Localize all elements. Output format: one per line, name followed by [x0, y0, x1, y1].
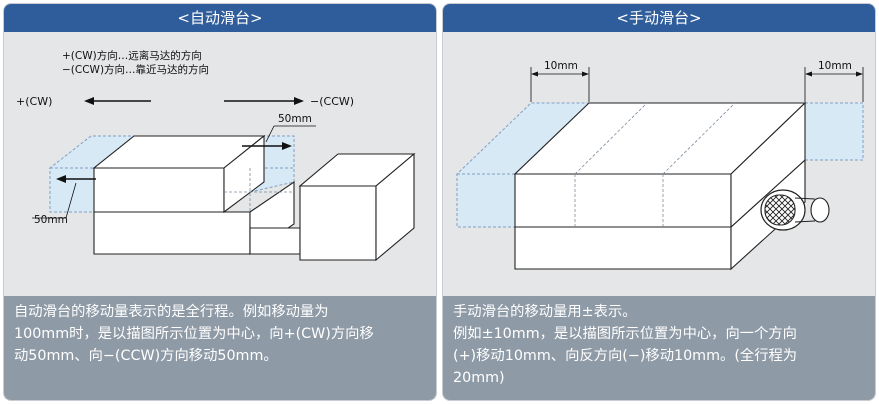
auto-slide-panel: <自动滑台> +(CW)方向…远离马达的方向 −(CCW)方向…靠近马达的方向 …: [3, 3, 437, 401]
manual-slide-diagram: 10mm 10mm: [455, 60, 864, 271]
travel-ghost-right: [804, 102, 864, 161]
moving-table: [92, 134, 266, 214]
dim-left-label: 10mm: [544, 60, 578, 72]
auto-slide-title: <自动滑台>: [4, 4, 436, 32]
hidden-edges: [574, 102, 736, 227]
micrometer-knob-icon: [760, 189, 830, 231]
auto-desc-line-2: 100mm时，是以描图所示位置为中心，向+(CW)方向移: [14, 326, 374, 342]
dim-top-label: 50mm: [278, 113, 312, 125]
manual-desc-line-3: (+)移动10mm、向反方向(−)移动10mm。(全行程为: [453, 348, 798, 364]
auto-slide-diagram: +(CW)方向…远离马达的方向 −(CCW)方向…靠近马达的方向 +(CW) −…: [16, 49, 416, 262]
moving-table: [513, 101, 807, 229]
manual-desc-line-2: 例如±10mm，是以描图所示位置为中心，向一个方向: [453, 326, 797, 342]
auto-desc-line-1: 自动滑台的移动量表示的是全行程。例如移动量为: [14, 304, 329, 320]
minus-ccw-label: −(CCW): [310, 95, 354, 108]
hidden-edges: [224, 168, 294, 212]
auto-slide-figure: +(CW)方向…远离马达的方向 −(CCW)方向…靠近马达的方向 +(CW) −…: [4, 32, 436, 296]
ccw-arrow: [224, 97, 304, 105]
auto-desc-line-3: 动50mm、向−(CCW)方向移动50mm。: [14, 348, 278, 364]
cw-arrow: [84, 97, 151, 105]
legend-cw-text: +(CW)方向…远离马达的方向: [62, 49, 202, 62]
manual-slide-title: <手动滑台>: [443, 4, 875, 32]
manual-slide-panel: <手动滑台>: [442, 3, 876, 401]
motor-block: [249, 152, 416, 262]
manual-desc-line-1: 手动滑台的移动量用±表示。: [453, 304, 637, 320]
dim-right-arrow: [804, 67, 864, 102]
dim-bottom-arrow: [32, 175, 96, 219]
plus-cw-label: +(CW): [16, 95, 52, 108]
dim-left-arrow: [530, 67, 590, 102]
manual-slide-figure: 10mm 10mm: [443, 32, 875, 296]
dim-right-label: 10mm: [818, 60, 852, 72]
auto-slide-description: 自动滑台的移动量表示的是全行程。例如移动量为 100mm时，是以描图所示位置为中…: [4, 296, 436, 400]
travel-ghost-left: [455, 102, 591, 228]
legend-ccw-text: −(CCW)方向…靠近马达的方向: [62, 63, 209, 76]
manual-desc-line-4: 20mm): [453, 370, 505, 386]
dim-top-arrow: [242, 125, 316, 150]
manual-slide-description: 手动滑台的移动量用±表示。 例如±10mm，是以描图所示位置为中心，向一个方向 …: [443, 296, 875, 400]
dim-bottom-label: 50mm: [34, 214, 68, 226]
